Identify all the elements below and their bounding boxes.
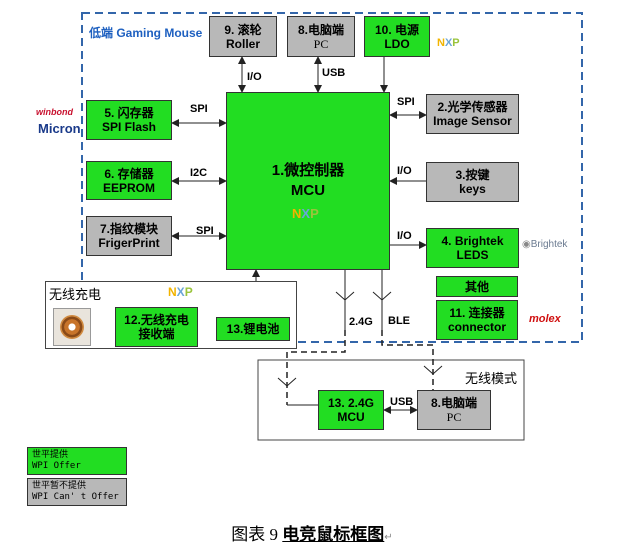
brightek-logo: ◉Brightek xyxy=(522,239,568,250)
pc-top-label-en: PC xyxy=(313,36,329,51)
other-block: 其他 xyxy=(436,276,518,297)
fingerprint-label-en: FrigerPrint xyxy=(98,236,160,250)
pc-wireless-block: 8.电脑端 PC xyxy=(417,390,491,430)
mcu-block: 1.微控制器 MCU xyxy=(226,92,390,270)
bus-label-io-leds: I/O xyxy=(397,230,412,242)
eeprom-label-en: EEPROM xyxy=(102,180,155,195)
bus-label-spi-sensor: SPI xyxy=(397,96,415,108)
legend-offer-en: WPI Offer xyxy=(32,461,81,471)
battery-block: 13.锂电池 xyxy=(216,317,290,341)
leds-label-en: LEDS xyxy=(456,248,489,262)
battery-label: 13.锂电池 xyxy=(226,322,280,336)
wireless-charging-title: 无线充电 xyxy=(49,287,102,302)
legend-offer: 世平提供 WPI Offer xyxy=(27,447,127,475)
winbond-logo: winbond xyxy=(36,107,73,117)
bus-label-spi-flash: SPI xyxy=(190,103,208,115)
flash-label-en: SPI Flash xyxy=(101,120,157,134)
roller-block: 9. 滚轮 Roller xyxy=(209,16,277,57)
molex-logo: molex xyxy=(529,313,561,325)
ldo-block: 10. 电源 LDO xyxy=(364,16,430,57)
ldo-label-cn: 10. 电源 xyxy=(374,22,420,37)
sensor-label-en: Image Sensor xyxy=(433,114,512,128)
mcu24-label-1: 13. 2.4G xyxy=(327,396,375,410)
fingerprint-label-cn: 7.指纹模块 xyxy=(99,222,158,236)
wc-receiver-label-2: 接收端 xyxy=(138,327,175,341)
sensor-block: 2.光学传感器 Image Sensor xyxy=(426,94,519,134)
keys-label-cn: 3.按键 xyxy=(455,168,490,182)
pc-wireless-label-cn: 8.电脑端 xyxy=(430,396,477,410)
other-label: 其他 xyxy=(464,279,489,294)
bus-label-ble: BLE xyxy=(388,315,410,327)
caption-prefix: 图表 9 xyxy=(231,525,283,544)
leds-block: 4. Brightek LEDS xyxy=(426,228,519,268)
wireless-mode-title: 无线模式 xyxy=(465,371,518,386)
pc-wireless-label-en: PC xyxy=(446,410,462,424)
legend-no-offer: 世平暂不提供 WPI Can' t Offer xyxy=(27,478,127,506)
caption-mark: ↵ xyxy=(384,532,393,543)
pc-top-block: 8.电脑端 PC xyxy=(287,16,355,57)
nxp-logo-mcu: NXP xyxy=(292,206,319,221)
roller-label-en: Roller xyxy=(225,36,260,51)
mcu24-label-2: MCU xyxy=(337,410,365,424)
mcu-label-cn: 1.微控制器 xyxy=(271,162,345,179)
mcu-label-en: MCU xyxy=(290,182,326,199)
keys-block: 3.按键 keys xyxy=(426,162,519,202)
bus-label-24g: 2.4G xyxy=(349,316,373,328)
flash-block: 5. 闪存器 SPI Flash xyxy=(86,100,172,140)
caption-title: 电竞鼠标框图 xyxy=(282,525,385,544)
flash-label-cn: 5. 闪存器 xyxy=(104,106,154,120)
legend-no-offer-cn: 世平暂不提供 xyxy=(32,481,87,491)
connector-block: 11. 连接器 connector xyxy=(436,300,518,340)
gaming-mouse-frame xyxy=(81,12,583,343)
fingerprint-block: 7.指纹模块 FrigerPrint xyxy=(86,216,172,256)
mcu24-block: 13. 2.4G MCU xyxy=(318,390,384,430)
ldo-label-en: LDO xyxy=(384,36,410,51)
region-title: 低端 Gaming Mouse xyxy=(89,26,203,40)
bus-label-i2c: I2C xyxy=(190,167,208,179)
sensor-label-cn: 2.光学传感器 xyxy=(437,100,508,114)
wc-receiver-label-1: 12.无线充电 xyxy=(124,313,189,327)
keys-label-en: keys xyxy=(459,182,486,196)
nxp-logo-wc: NXP xyxy=(168,285,193,299)
bus-label-io-keys: I/O xyxy=(397,165,412,177)
connector-label-en: connector xyxy=(447,320,506,334)
wireless-mode-frame xyxy=(257,359,525,441)
eeprom-label-cn: 6. 存储器 xyxy=(104,166,154,181)
eeprom-block: 6. 存储器 EEPROM xyxy=(86,161,172,200)
charging-coil-image xyxy=(53,308,91,346)
bus-label-io-roller: I/O xyxy=(247,71,262,83)
bus-label-usb-wireless: USB xyxy=(390,396,414,408)
figure-caption: 图表 9 电竞鼠标框图↵ xyxy=(0,520,624,545)
leds-label-cn: 4. Brightek xyxy=(441,234,504,248)
connector-label-cn: 11. 连接器 xyxy=(449,306,505,320)
pc-top-label-cn: 8.电脑端 xyxy=(297,22,344,37)
bus-label-spi-fp: SPI xyxy=(196,225,214,237)
wc-receiver-block: 12.无线充电 接收端 xyxy=(115,307,198,347)
legend-no-offer-en: WPI Can' t Offer xyxy=(32,492,119,502)
roller-label-cn: 9. 滚轮 xyxy=(224,22,262,37)
micron-logo: Micron xyxy=(38,121,81,136)
legend-offer-cn: 世平提供 xyxy=(32,450,69,460)
bus-label-usb: USB xyxy=(322,67,346,79)
nxp-logo-ldo: NXP xyxy=(437,37,460,49)
